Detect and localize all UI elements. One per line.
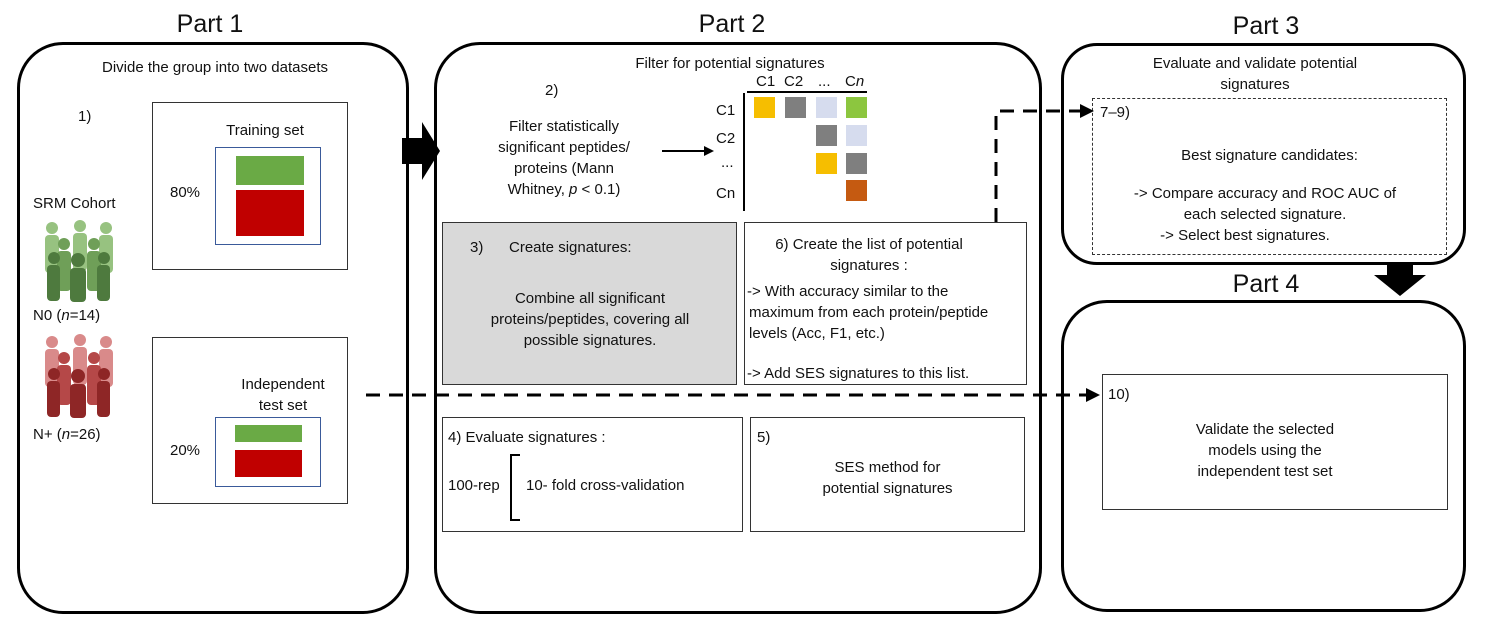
step6-box	[744, 222, 1027, 385]
matrix-row-c1: C1	[716, 102, 736, 119]
matrix-cell-r1c4	[846, 97, 867, 118]
cohort-label: SRM Cohort	[33, 195, 116, 212]
part1-to-part2-arrow-icon	[402, 122, 440, 180]
part1-panel	[17, 42, 409, 614]
matrix-col-c2: C2	[784, 73, 804, 90]
matrix-cell-r1c2	[785, 97, 806, 118]
step3-box	[442, 222, 737, 385]
matrix-cell-r1c3	[816, 97, 837, 118]
step10-label: 10)	[1108, 386, 1130, 403]
step3-text: Combine all significant proteins/peptide…	[490, 290, 690, 349]
matrix-top-axis	[747, 91, 867, 93]
matrix-left-axis	[743, 93, 745, 211]
n0-people-icon	[45, 220, 113, 302]
matrix-cell-r2c3	[816, 125, 837, 146]
part4-title: Part 4	[1232, 270, 1300, 298]
part4-text: Validate the selected models using the i…	[1195, 421, 1335, 480]
part3-subtitle: Evaluate and validate potential signatur…	[1152, 55, 1358, 93]
part3-heading: Best signature candidates:	[1181, 147, 1358, 164]
matrix-col-c1: C1	[756, 73, 776, 90]
step1-label: 1)	[78, 108, 92, 125]
matrix-cell-r3c4	[846, 153, 867, 174]
matrix-cell-r3c3	[816, 153, 837, 174]
step3-title: Create signatures:	[509, 239, 632, 256]
step4-cv: 10- fold cross-validation	[526, 477, 685, 494]
matrix-cell-r1c1	[754, 97, 775, 118]
step4-bracket	[510, 454, 520, 521]
training-n0-block	[236, 156, 304, 185]
matrix-row-cn: Cn	[716, 185, 736, 202]
part2-panel	[434, 42, 1042, 614]
step3-num: 3)	[470, 239, 484, 256]
part1-title: Part 1	[176, 10, 244, 38]
part3-title: Part 3	[1232, 12, 1300, 40]
matrix-row-c2: C2	[716, 130, 736, 147]
step4-box	[442, 417, 743, 532]
step5-box	[750, 417, 1025, 532]
part2-title: Part 2	[698, 10, 766, 38]
matrix-cell-r2c4	[846, 125, 867, 146]
part3-to-part4-arrow-icon	[1374, 263, 1426, 296]
step5-num: 5)	[757, 429, 771, 446]
step7-9-label: 7–9)	[1100, 104, 1131, 121]
test-nplus-block	[235, 450, 302, 477]
matrix-col-dots: ...	[818, 73, 831, 90]
step2-label: 2)	[545, 82, 559, 99]
step4-title: 4) Evaluate signatures :	[448, 429, 606, 446]
part4-panel	[1061, 300, 1466, 612]
step5-text: SES method for potential signatures	[822, 459, 953, 497]
n0-label: N0 (n=14)	[33, 307, 101, 324]
matrix-col-cn: Cn	[845, 73, 865, 90]
step4-reps: 100-rep	[448, 477, 500, 494]
step6-text: -> With accuracy similar to the maximum …	[747, 283, 989, 382]
training-nplus-block	[236, 190, 304, 236]
part3-dashed-box	[1092, 98, 1447, 255]
nplus-label: N+ (n=26)	[33, 426, 101, 443]
test-n0-block	[235, 425, 302, 442]
filter-text: Filter statistically significant peptide…	[498, 118, 630, 198]
part1-subtitle: Divide the group into two datasets	[102, 59, 328, 76]
matrix-row-dots: ...	[721, 154, 734, 171]
training-percent: 80%	[170, 184, 201, 201]
training-set-title: Training set	[226, 122, 304, 139]
part2-subtitle: Filter for potential signatures	[635, 55, 825, 72]
test-percent: 20%	[170, 442, 201, 459]
test-frame	[215, 417, 321, 487]
part4-box	[1102, 374, 1448, 510]
step6-title: 6) Create the list of potential signatur…	[775, 236, 963, 274]
matrix-cell-r4c4	[846, 180, 867, 201]
filter-arrow-icon	[662, 146, 714, 156]
training-frame	[215, 147, 321, 245]
part3-text: -> Compare accuracy and ROC AUC of each …	[1133, 185, 1397, 244]
training-set-box	[152, 102, 348, 270]
nplus-people-icon	[45, 334, 113, 418]
